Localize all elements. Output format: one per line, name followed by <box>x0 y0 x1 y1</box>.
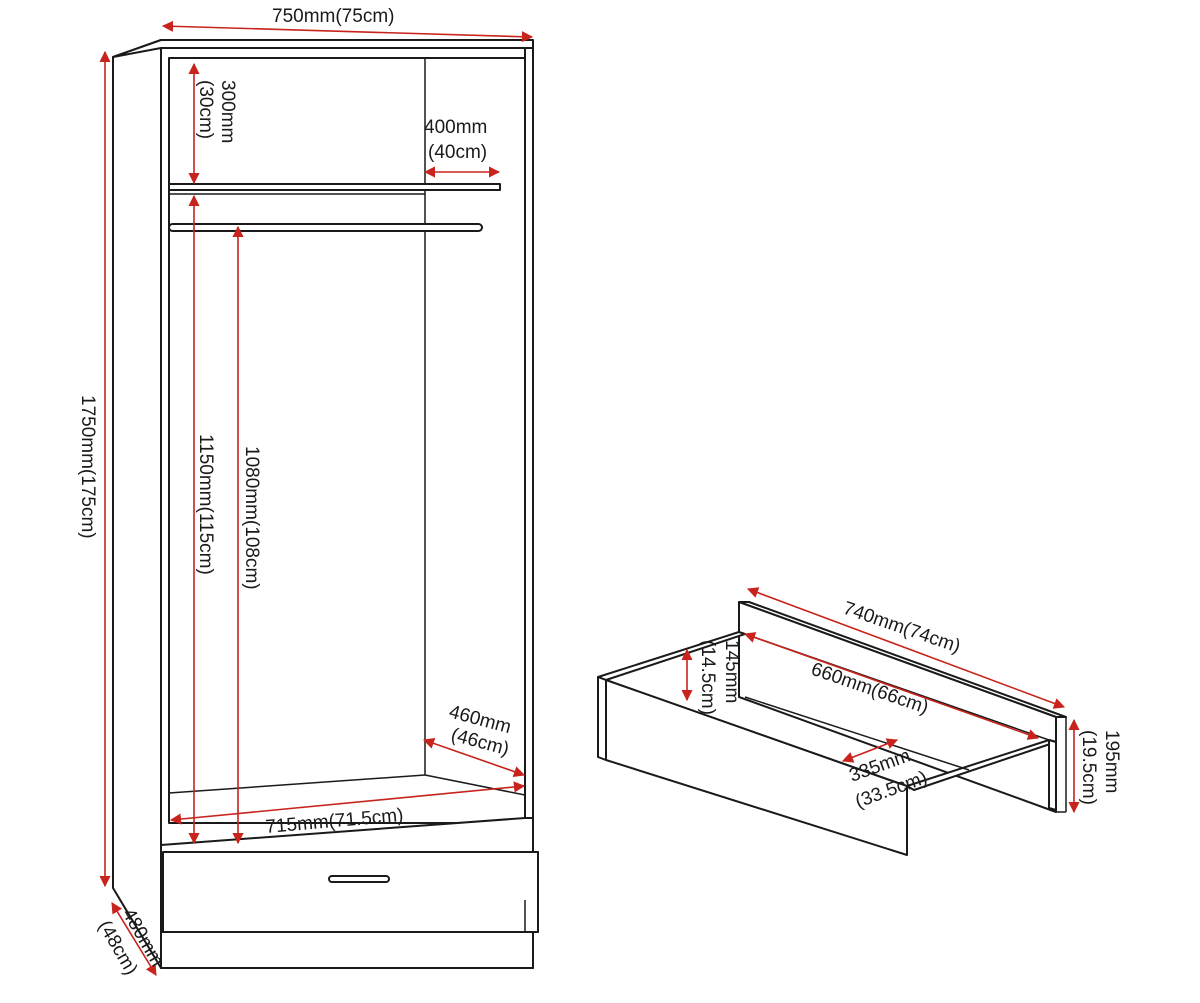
label-shelf-depth-cm: (40cm) <box>428 142 487 163</box>
label-overall-width: 750mm(75cm) <box>272 6 394 27</box>
wardrobe-drawer-front <box>162 851 539 933</box>
dim-drawer-inner-depth <box>841 738 899 763</box>
dim-depth <box>111 902 157 976</box>
floor-right-edge <box>424 774 526 796</box>
label-top-gap-mm: 300mm <box>217 80 238 143</box>
label-top-gap-cm: (30cm) <box>195 80 216 139</box>
label-hanging-height: 1150mm(115cm) <box>195 434 216 575</box>
dim-base-depth <box>422 738 526 777</box>
hanging-rail <box>168 223 483 232</box>
drawer-dimensions <box>681 587 1080 814</box>
label-drawer-side-cm: (14.5cm) <box>697 640 718 715</box>
label-drawer-side-mm: 145mm <box>721 640 742 703</box>
wardrobe-side-panel <box>112 39 162 969</box>
label-drawer-front-mm: 195mm <box>1101 730 1122 793</box>
label-shelf-depth-mm: 400mm <box>424 117 487 138</box>
dim-inner-width <box>169 781 526 825</box>
drawer-left-side <box>597 676 607 761</box>
wardrobe-top-panel <box>112 39 534 58</box>
label-rail-height: 1080mm(108cm) <box>241 446 262 590</box>
label-overall-height: 1750mm(175cm) <box>77 395 98 539</box>
drawer-drawing <box>597 601 1067 856</box>
label-drawer-front-cm: (19.5cm) <box>1078 730 1099 805</box>
drawer-right-side <box>1048 739 1057 811</box>
wardrobe-dimensions <box>99 20 534 976</box>
floor-back-edge <box>168 774 426 794</box>
dim-overall-width <box>161 20 534 43</box>
dim-drawer-inner-length <box>743 632 1040 740</box>
wardrobe-shelf <box>168 183 501 191</box>
drawer-handle <box>328 875 390 883</box>
wardrobe-plinth <box>160 931 534 969</box>
